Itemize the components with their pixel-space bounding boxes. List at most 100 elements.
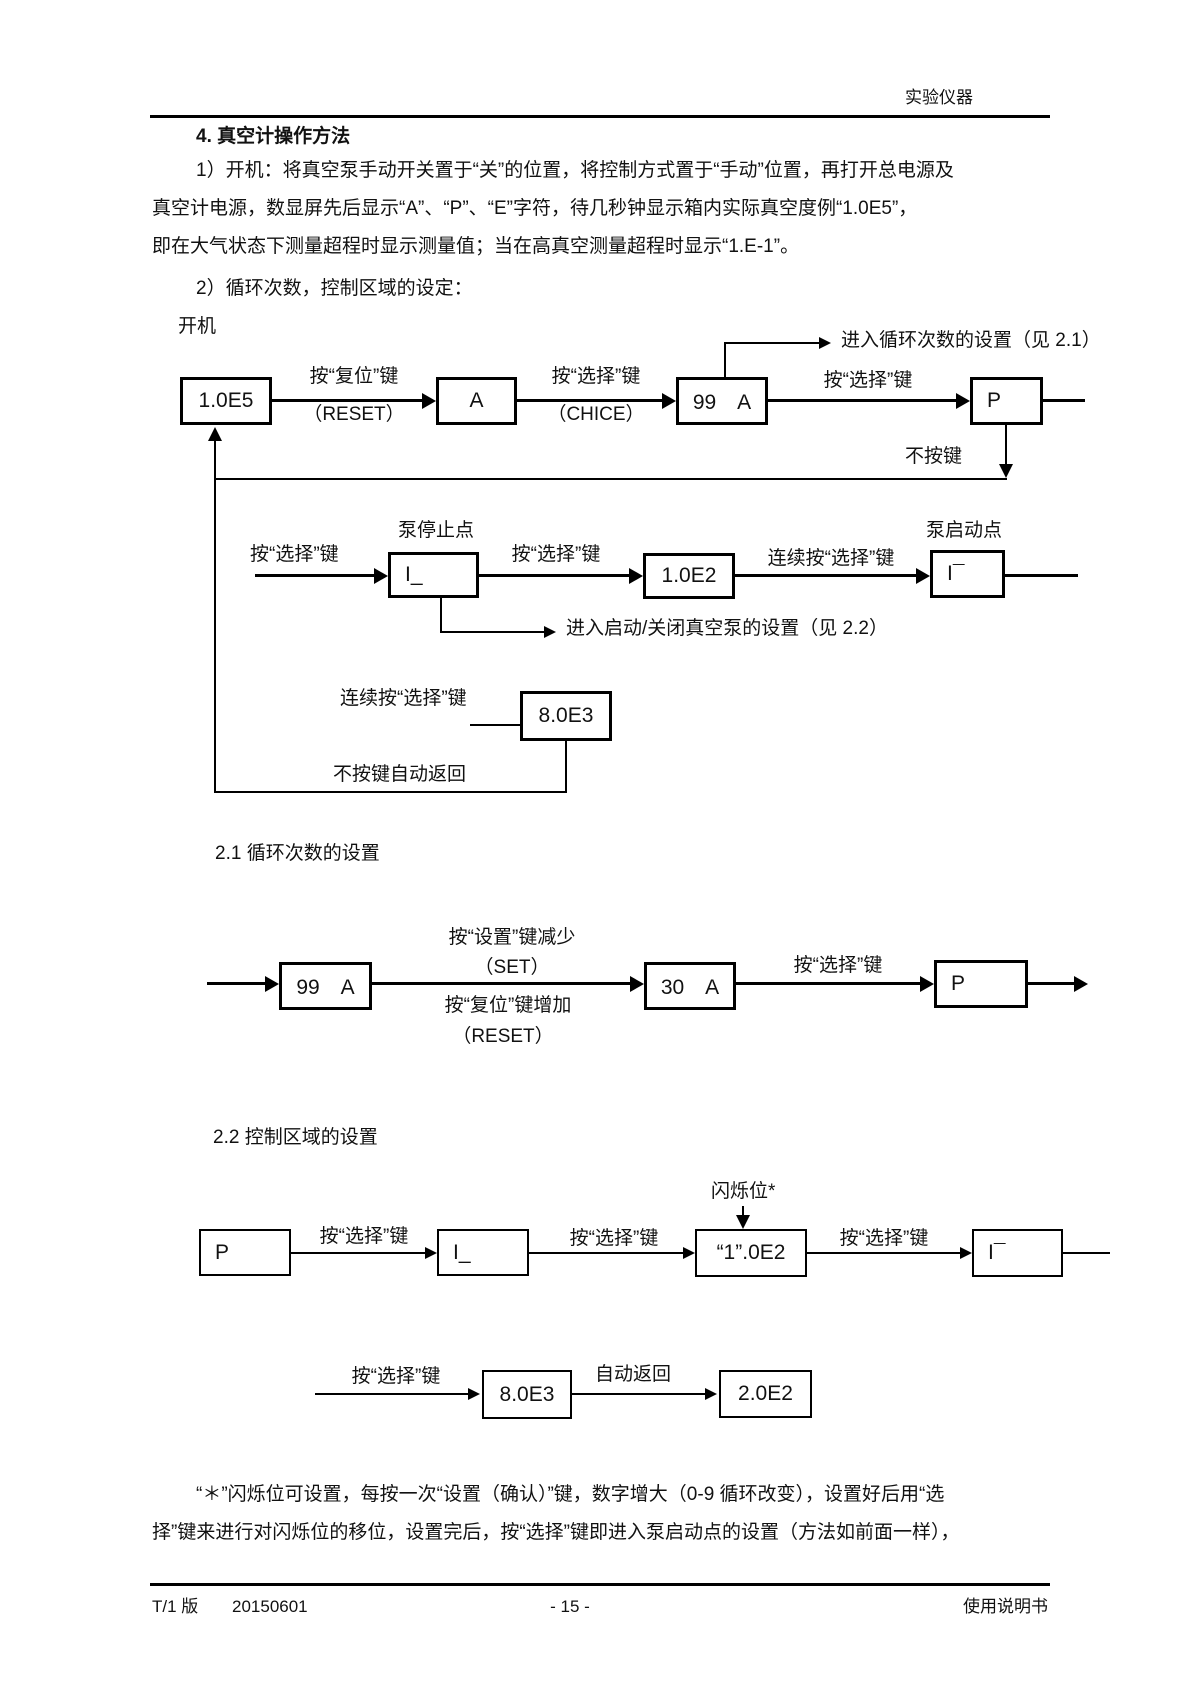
- flow-line: [529, 1252, 683, 1254]
- arrow-label-select-key: 按“选择”键: [569, 1228, 659, 1249]
- flow-box-1-0e2: 1.0E2: [643, 553, 735, 599]
- flow-line: [735, 574, 916, 577]
- footer-version: T/1 版: [152, 1597, 199, 1616]
- footer-rule: [150, 1583, 1050, 1586]
- pump-start-point-label: 泵启动点: [926, 520, 1003, 541]
- arrowhead-down: [999, 464, 1013, 478]
- arrow-label-auto-return: 自动返回: [594, 1364, 672, 1385]
- flow-line: [572, 1393, 705, 1395]
- flow-box-99a: 99 A: [676, 377, 768, 425]
- flow-box-i-high: I¯: [972, 1229, 1063, 1277]
- flow-box-i-low: I_: [437, 1229, 529, 1276]
- branch-line: [724, 342, 819, 344]
- arrowhead-right: [960, 1247, 972, 1259]
- flow-box-2-0e2: 2.0E2: [719, 1370, 812, 1418]
- flow-line: [1063, 1252, 1110, 1254]
- power-on-label: 开机: [178, 316, 217, 337]
- arrow-label-reset-en: （RESET）: [452, 1026, 554, 1047]
- branch-label-goto-2-1: 进入循环次数的设置（见 2.1）: [841, 330, 1101, 351]
- return-line: [565, 741, 567, 792]
- para1-line3: 即在大气状态下测量超程时显示测量值；当在高真空测量超程时显示“1.E-1”。: [152, 236, 800, 257]
- flow-line: [272, 399, 424, 402]
- flow-box-p: P: [934, 960, 1028, 1008]
- arrowhead-up: [208, 427, 222, 441]
- arrowhead-right: [374, 568, 388, 584]
- arrowhead-right: [629, 568, 643, 584]
- flow-box-8-0e3: 8.0E3: [482, 1370, 572, 1419]
- arrow-label-select-key: 按“选择”键: [511, 544, 601, 565]
- flow-line: [470, 724, 520, 726]
- flow-box-i-low: I_: [388, 552, 479, 598]
- footer-date: 20150601: [232, 1597, 308, 1616]
- flow-line: [479, 574, 629, 577]
- arrow-label-reset-key: 按“复位”键: [309, 366, 399, 387]
- arrowhead-right: [468, 1388, 480, 1400]
- flow-box-p: P: [970, 377, 1043, 425]
- branch-label-goto-2-2: 进入启动/关闭真空泵的设置（见 2.2）: [566, 618, 888, 639]
- arrow-label-reset-increase: 按“复位”键增加: [444, 995, 572, 1016]
- arrow-label-select-key: 按“选择”键: [793, 955, 883, 976]
- flow-box-99a: 99 A: [279, 962, 372, 1010]
- arrowhead-right: [920, 976, 934, 992]
- arrow-label-set-decrease: 按“设置”键减少: [448, 927, 576, 948]
- arrow-label-hold-select-key: 连续按“选择”键: [340, 688, 467, 709]
- arrow-label-reset-en: （RESET）: [303, 404, 405, 425]
- arrowhead-right: [683, 1247, 695, 1259]
- arrowhead-right: [1074, 976, 1088, 992]
- return-line: [215, 791, 567, 793]
- branch-line: [1005, 425, 1007, 464]
- heading-2-1: 2.1 循环次数的设置: [215, 843, 380, 864]
- auto-return-label: 不按键自动返回: [333, 764, 467, 785]
- arrow-label-chice-en: （CHICE）: [547, 404, 645, 425]
- flow-line: [1005, 574, 1078, 577]
- footer-page-number: - 15 -: [550, 1597, 590, 1616]
- return-line: [215, 478, 1007, 480]
- arrow-label-hold-select-key: 连续按“选择”键: [767, 548, 895, 569]
- para2-line: 2）循环次数，控制区域的设定：: [196, 278, 473, 299]
- arrowhead-right: [956, 393, 970, 409]
- arrowhead-right: [662, 393, 676, 409]
- pump-stop-point-label: 泵停止点: [398, 520, 475, 541]
- flow-line: [1043, 399, 1085, 402]
- flow-box-8-0e3: 8.0E3: [520, 691, 612, 741]
- branch-line: [724, 343, 726, 377]
- flow-line: [255, 574, 374, 577]
- section-title: 4. 真空计操作方法: [196, 126, 351, 147]
- header-right-text: 实验仪器: [905, 88, 973, 107]
- arrowhead-right: [916, 568, 930, 584]
- flow-line: [207, 982, 265, 985]
- arrow-label-select-key: 按“选择”键: [839, 1228, 929, 1249]
- arrowhead-right: [422, 393, 436, 409]
- flow-line: [807, 1252, 960, 1254]
- flow-line: [291, 1252, 425, 1254]
- arrow-label-select-key: 按“选择”键: [823, 370, 913, 391]
- arrowhead-right: [819, 337, 831, 349]
- flow-box-1-0e2-blink: “1”.0E2: [695, 1229, 807, 1277]
- flow-line: [736, 982, 920, 985]
- arrowhead-right: [265, 976, 279, 992]
- arrow-label-set-en: （SET）: [474, 957, 550, 978]
- arrow-label-select-key: 按“选择”键: [250, 544, 339, 565]
- heading-2-2: 2.2 控制区域的设置: [213, 1127, 378, 1148]
- footer-manual-label: 使用说明书: [963, 1597, 1048, 1616]
- arrow-label-select-key: 按“选择”键: [319, 1226, 409, 1247]
- flow-box-p: P: [199, 1229, 291, 1276]
- arrowhead-right: [425, 1247, 437, 1259]
- flow-box-a: A: [436, 377, 517, 425]
- arrowhead-right: [705, 1388, 717, 1400]
- flow-line: [372, 982, 630, 985]
- flow-box-1-0e5: 1.0E5: [180, 377, 272, 425]
- return-line: [214, 441, 216, 793]
- branch-line: [440, 631, 544, 633]
- flow-box-i-high: I¯: [930, 550, 1005, 598]
- blink-digit-label: 闪烁位*: [711, 1181, 776, 1202]
- header-rule: [150, 115, 1050, 118]
- flow-box-30a: 30 A: [644, 962, 736, 1010]
- branch-line: [742, 1206, 744, 1216]
- para3-line2: 择”键来进行对闪烁位的移位，设置完后，按“选择”键即进入泵启动点的设置（方法如前…: [152, 1522, 960, 1543]
- arrowhead-down: [736, 1215, 750, 1229]
- flow-line: [517, 399, 662, 402]
- flow-line: [1028, 982, 1074, 985]
- branch-line: [440, 598, 442, 633]
